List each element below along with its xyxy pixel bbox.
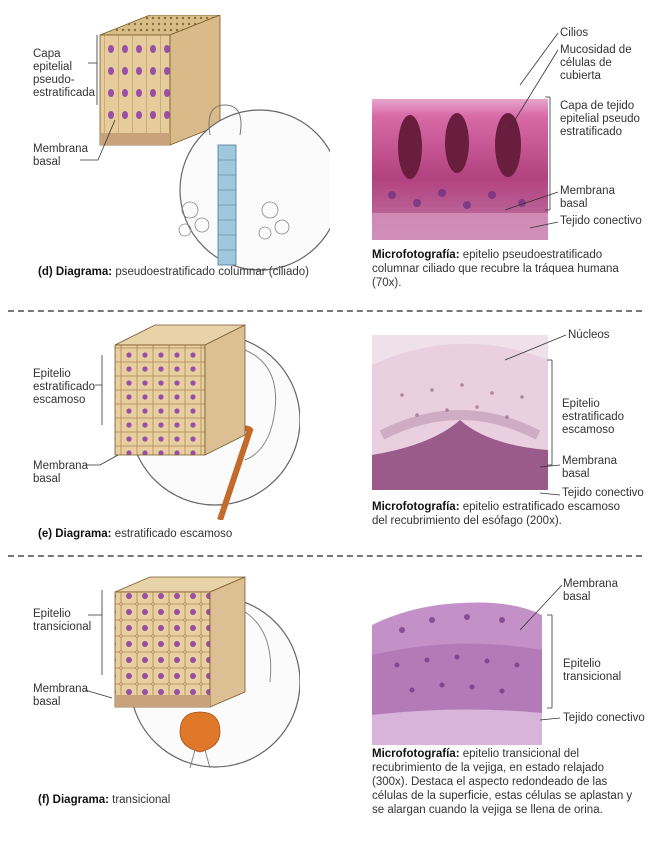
micro-caption-e: Microfotografía: epitelio estratificado …	[372, 500, 627, 528]
divider-2	[8, 555, 642, 557]
panel-f: Epitelio transicional Membrana basal (f)…	[0, 560, 650, 848]
micro-caption-d: Microfotografía: epitelio pseudoestratif…	[372, 248, 632, 290]
divider-1	[8, 310, 642, 312]
panel-d: Capa epitelial pseudo-estratificada Memb…	[0, 0, 650, 305]
panel-e: Epitelio estratificado escamoso Membrana…	[0, 315, 650, 555]
micro-caption-f: Microfotografía: epitelio transicional d…	[372, 747, 634, 817]
